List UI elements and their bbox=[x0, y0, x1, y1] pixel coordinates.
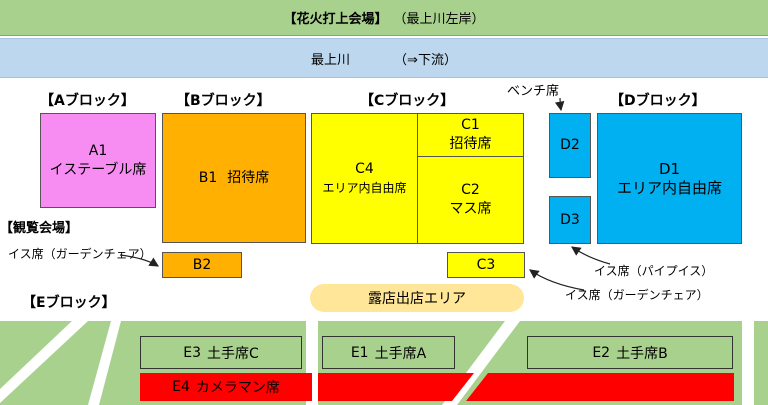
block-c-label: 【Cブロック】 bbox=[360, 93, 455, 109]
seat-c3: C3 bbox=[447, 252, 525, 278]
seat-e4-extension bbox=[318, 373, 734, 401]
seat-e4-extension-right bbox=[466, 373, 734, 401]
launch-site-title: 【花火打上会場】 bbox=[283, 12, 388, 27]
seat-c3-id: C3 bbox=[476, 256, 496, 273]
seat-e3: E3 土手席C bbox=[140, 336, 302, 369]
bench-seat-note: ベンチ席 bbox=[507, 84, 560, 99]
seat-a1-id: A1 bbox=[88, 142, 108, 159]
stall-area-label: 露店出店エリア bbox=[368, 291, 466, 307]
seat-c4-name: エリア内自由席 bbox=[322, 180, 407, 195]
seat-c1-id: C1 bbox=[461, 117, 480, 133]
seat-e3-name: 土手席C bbox=[206, 345, 259, 362]
seat-c2: C2 マス席 bbox=[417, 156, 524, 244]
seat-a1: A1 イステーブル席 bbox=[40, 113, 156, 208]
garden-chair-note-c: イス席（ガーデンチェア） bbox=[565, 288, 709, 302]
seat-e4-extension-left bbox=[318, 373, 474, 401]
block-a-label: 【Aブロック】 bbox=[40, 93, 135, 109]
seat-e4-id: E4 bbox=[172, 379, 190, 395]
seat-c2-id: C2 bbox=[461, 182, 480, 198]
embankment-cut-2 bbox=[88, 321, 121, 405]
seat-e2: E2 土手席B bbox=[527, 336, 733, 369]
embankment-cut-1 bbox=[0, 321, 88, 403]
seat-e1-id: E1 bbox=[350, 344, 369, 361]
seat-e4-name: カメラマン席 bbox=[195, 380, 280, 396]
seat-e2-name: 土手席B bbox=[616, 345, 668, 362]
river-direction: （⇒下流） bbox=[394, 52, 457, 68]
seat-c1: C1 招待席 bbox=[417, 113, 524, 157]
seat-c4-id: C4 bbox=[355, 160, 374, 177]
pipe-chair-note: イス席（パイプイス） bbox=[594, 264, 714, 278]
river-band: 最上川 （⇒下流） bbox=[0, 38, 768, 78]
garden-chair-c-arrow bbox=[529, 269, 585, 291]
viewing-area-label: 【観覧会場】 bbox=[0, 221, 79, 236]
pipe-chair-arrow bbox=[571, 246, 611, 265]
garden-chair-note-b: イス席（ガーデンチェア） bbox=[8, 247, 152, 261]
garden-chair-b-arrow bbox=[119, 254, 160, 267]
seat-e3-id: E3 bbox=[183, 344, 201, 361]
embankment-gap bbox=[742, 321, 754, 405]
stall-area: 露店出店エリア bbox=[310, 284, 524, 312]
bench-arrow bbox=[554, 97, 565, 112]
seat-b1-name: 招待席 bbox=[227, 169, 270, 186]
launch-site-banner: 【花火打上会場】 （最上川左岸） bbox=[0, 0, 768, 36]
seat-d3-id: D3 bbox=[560, 211, 580, 228]
seat-e2-id: E2 bbox=[592, 344, 611, 361]
seat-d2: D2 bbox=[549, 113, 591, 178]
seat-b2-id: B2 bbox=[192, 256, 212, 273]
block-d-label: 【Dブロック】 bbox=[610, 93, 706, 109]
seat-d1: D1 エリア内自由席 bbox=[597, 113, 742, 244]
seat-c1-name: 招待席 bbox=[449, 136, 492, 152]
seat-d1-name: エリア内自由席 bbox=[616, 178, 722, 197]
seat-e1-name: 土手席A bbox=[374, 345, 427, 362]
seat-d2-id: D2 bbox=[560, 137, 580, 153]
embankment-green-edge bbox=[754, 321, 768, 405]
seat-b1-id: B1 bbox=[198, 169, 218, 186]
seat-d1-id: D1 bbox=[658, 159, 681, 178]
launch-site-subtitle: （最上川左岸） bbox=[393, 12, 485, 27]
seat-c2-name: マス席 bbox=[449, 201, 492, 217]
seat-b1: B1 招待席 bbox=[162, 113, 306, 243]
block-b-label: 【Bブロック】 bbox=[176, 93, 271, 109]
block-e-label: 【Eブロック】 bbox=[22, 295, 116, 311]
river-name: 最上川 bbox=[311, 52, 351, 68]
seat-e1: E1 土手席A bbox=[322, 336, 455, 369]
seat-d3: D3 bbox=[549, 196, 591, 244]
seat-b2: B2 bbox=[162, 252, 242, 278]
seat-a1-name: イステーブル席 bbox=[49, 161, 147, 178]
seat-e4: E4 カメラマン席 bbox=[140, 373, 312, 401]
